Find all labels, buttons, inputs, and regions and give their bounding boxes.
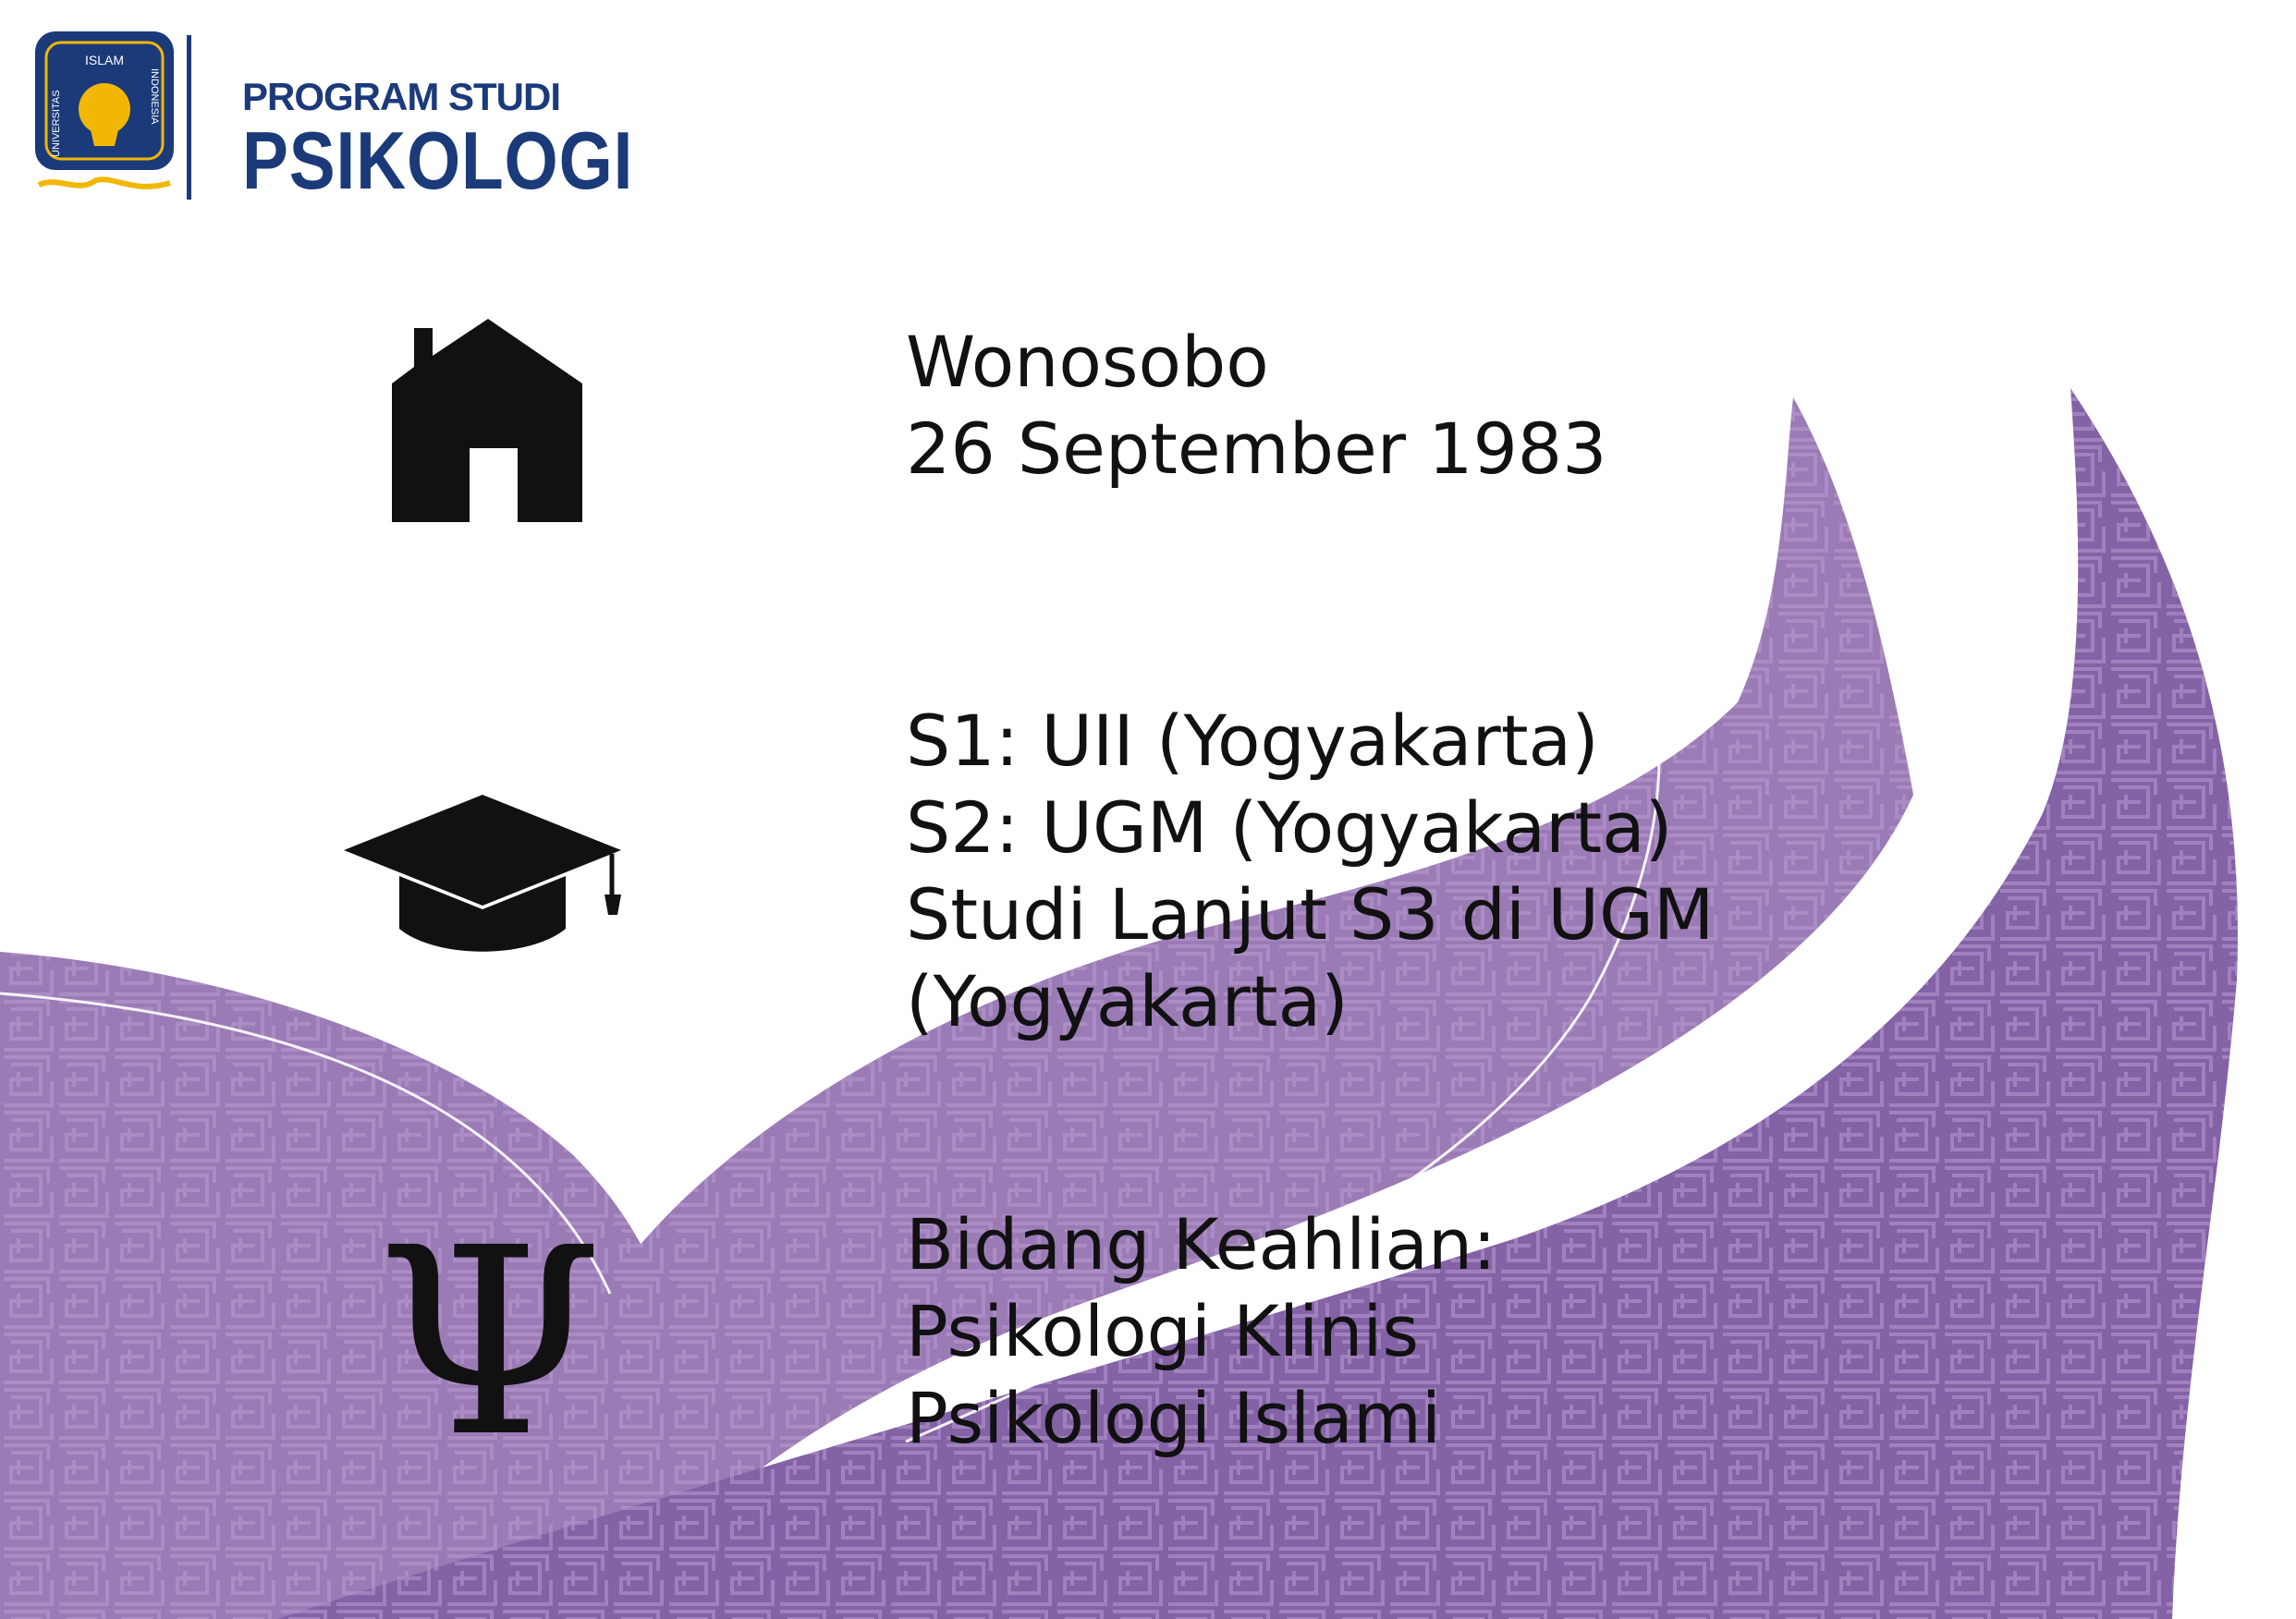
psi-glyph: Ψ — [376, 1215, 604, 1446]
education-info: S1: UII (Yogyakarta) S2: UGM (Yogyakarta… — [906, 698, 1714, 1045]
expertise-item-islamic: Psikologi Islami — [906, 1377, 1441, 1459]
psi-icon: Ψ — [376, 1215, 604, 1446]
expertise-info: Bidang Keahlian: Psikologi Klinis Psikol… — [906, 1201, 1496, 1462]
logo-wordmark: PROGRAM STUDI PSIKOLOGI — [242, 74, 702, 201]
logo-ring-right: INDONESIA — [149, 68, 160, 125]
education-s3-line1: Studi Lanjut S3 di UGM — [906, 873, 1715, 956]
birth-place: Wonosobo — [906, 321, 1269, 403]
education-s1: S1: UII (Yogyakarta) — [906, 700, 1599, 782]
logo-ring-left: UNIVERSITAS — [51, 90, 62, 157]
education-s2: S2: UGM (Yogyakarta) — [906, 786, 1673, 869]
program-label: PROGRAM STUDI — [242, 75, 561, 118]
birth-info: Wonosobo 26 September 1983 — [906, 319, 1607, 493]
birth-date: 26 September 1983 — [906, 408, 1607, 490]
expertise-item-clinical: Psikologi Klinis — [906, 1290, 1420, 1372]
uii-emblem-icon: ISLAM UNIVERSITAS INDONESIA — [35, 31, 174, 189]
logo-divider — [187, 35, 191, 200]
university-logo: ISLAM UNIVERSITAS INDONESIA PROGRAM STUD… — [31, 28, 632, 203]
graduation-cap-icon — [344, 795, 621, 952]
education-s3-line2: (Yogyakarta) — [906, 960, 1349, 1042]
logo-ring-top: ISLAM — [85, 53, 124, 67]
program-name: PSIKOLOGI — [242, 115, 634, 206]
house-icon — [392, 319, 582, 522]
expertise-heading: Bidang Keahlian: — [906, 1203, 1496, 1285]
